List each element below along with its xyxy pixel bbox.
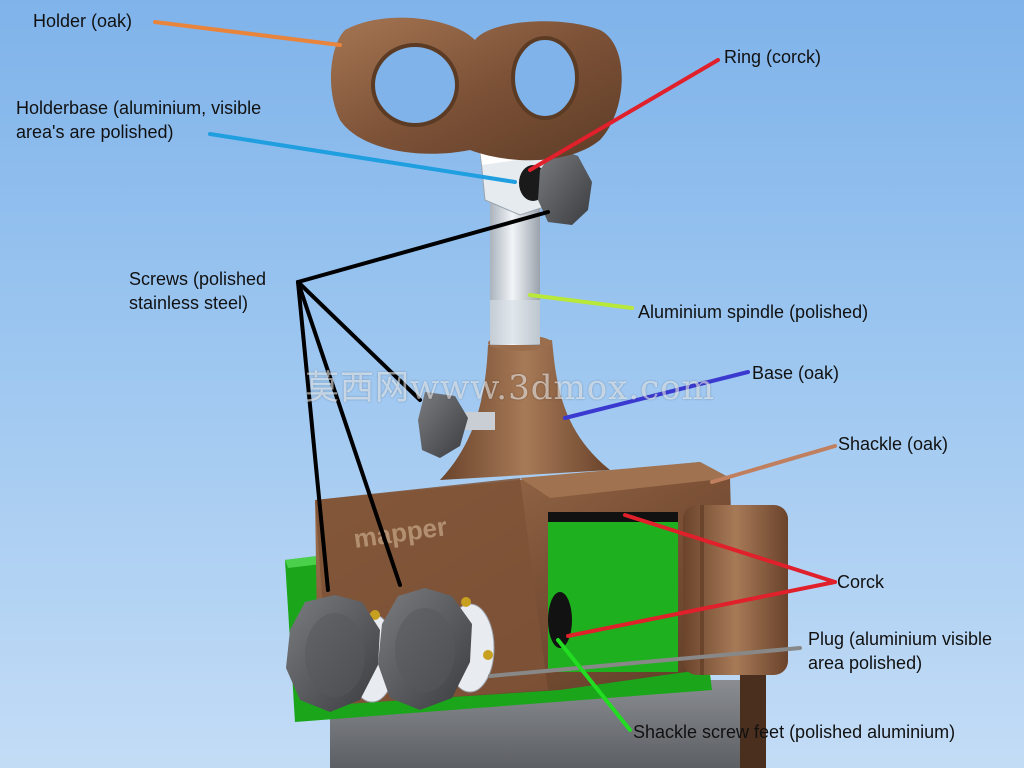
corck-leader-1 bbox=[623, 513, 837, 584]
holderbase-leader bbox=[208, 132, 517, 184]
screws-leader-2 bbox=[296, 280, 422, 402]
base-side-screw bbox=[418, 392, 495, 458]
screws-leader-1 bbox=[296, 210, 550, 284]
star-knob-right bbox=[378, 588, 472, 710]
label-screws: Screws (polished stainless steel) bbox=[129, 269, 267, 313]
label-holderbase: Holderbase (aluminium, visible area's ar… bbox=[16, 98, 262, 142]
label-shackle: Shackle (oak) bbox=[838, 434, 949, 454]
screws-leader-4 bbox=[296, 280, 402, 587]
label-corck: Corck bbox=[837, 572, 885, 592]
watermark-text: 莫西网www.3dmox.com bbox=[305, 368, 715, 408]
leader-lines bbox=[153, 20, 837, 732]
screws-leader-3 bbox=[296, 280, 330, 592]
corck-leader-2 bbox=[566, 580, 837, 638]
plug-leader bbox=[488, 646, 802, 678]
holder-leader bbox=[153, 20, 342, 47]
base-leader bbox=[563, 370, 750, 420]
label-holder: Holder (oak) bbox=[33, 11, 133, 31]
shackle-leader bbox=[710, 444, 837, 484]
label-spindle: Aluminium spindle (polished) bbox=[638, 302, 869, 322]
label-ring: Ring (corck) bbox=[724, 47, 822, 67]
spindle-leader bbox=[528, 293, 634, 310]
feet-leader bbox=[556, 638, 632, 732]
ring-leader bbox=[528, 58, 720, 172]
holder bbox=[330, 17, 622, 161]
star-knob-left bbox=[286, 595, 380, 712]
label-feet: Shackle screw feet (polished aluminium) bbox=[633, 722, 956, 742]
label-plug: Plug (aluminium visible area polished) bbox=[808, 629, 993, 673]
top-knob bbox=[519, 148, 592, 225]
label-base: Base (oak) bbox=[752, 363, 840, 383]
